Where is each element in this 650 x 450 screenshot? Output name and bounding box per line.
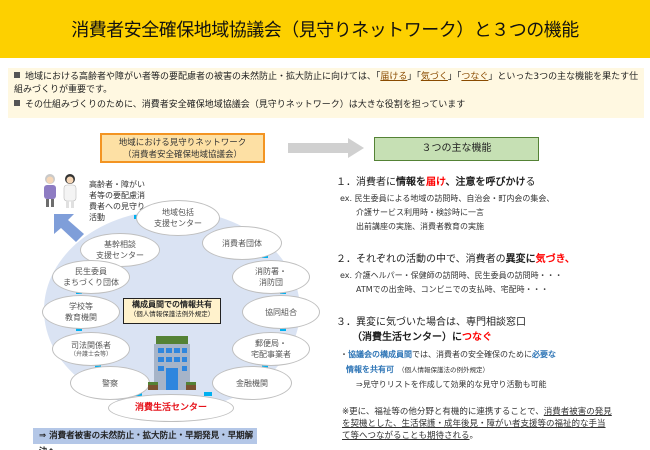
intro-line-2: その仕組みづくりのために、消費者安全確保地域協議会（見守りネットワーク）は大きな…	[14, 99, 465, 112]
footnote-text: 。	[469, 431, 479, 441]
function-3-detail-3: ⇒見守りリストを作成して効果的な見守り活動も可能	[356, 380, 547, 389]
keyword-deliver: 届ける	[380, 72, 408, 82]
function-1-title: １．消費者に情報を届け、注意を呼びかける	[336, 176, 536, 189]
node-label: 地域包括	[162, 208, 194, 217]
elderly-and-caregiver-icon	[44, 174, 77, 208]
function-number: １．	[336, 177, 356, 188]
node-welfare-commissioners: 民生委員まちづくり団体	[52, 260, 130, 294]
node-consumer-groups: 消費者団体	[202, 226, 282, 260]
node-post-office: 郵便局・宅配事業者	[232, 332, 310, 366]
right-arrow-icon	[288, 138, 364, 158]
function-1-example-1: ex. 民生委員による地域の訪問時、自治会・町内会の集会、	[340, 194, 555, 203]
intro-text: 」「	[407, 72, 421, 82]
function-text: 消費者に	[356, 177, 396, 188]
up-left-arrow-icon	[54, 214, 84, 242]
keyword-connect: つなぐ	[461, 72, 489, 82]
function-bold: 異変に	[505, 254, 536, 265]
function-text: 異変に気づいた場合は、専門相談窓口	[356, 317, 526, 328]
highlight-blue: 協議会の構成員間	[348, 350, 412, 359]
node-schools: 学校等教育機関	[42, 295, 120, 329]
footnote-underlined: 消費者被害の発見を契機とした、生活保護・成年後見・障がい者支援等の福祉的な手当て…	[342, 407, 612, 441]
intro-text: 」「	[447, 72, 462, 82]
page-title: 消費者安全確保地域協議会（見守りネットワーク）と３つの機能	[71, 20, 579, 41]
function-3-title: ３．異変に気づいた場合は、専門相談窓口	[336, 316, 526, 329]
info-sharing-box: 構成員間での情報共有 （個人情報保護法例外規定）	[123, 298, 221, 324]
function-3-detail-2: 情報を共有可 （個人情報保護法の例外規定）	[346, 364, 489, 376]
function-bold: 、注意を呼びかけ	[445, 177, 526, 188]
connector	[280, 327, 286, 331]
bullet: ・	[340, 350, 348, 359]
network-box-title: 地域における見守りネットワーク	[118, 138, 247, 148]
function-text: それぞれの活動の中で、消費者の	[356, 254, 506, 265]
node-label: 司法関係者	[71, 340, 111, 350]
node-label: 消防団	[259, 278, 283, 287]
node-label: 警察	[102, 378, 118, 388]
node-community-support-center: 地域包括支援センター	[136, 200, 220, 236]
footnote: ※更に、福祉等の他分野と有機的に連携することで、消費者被害の発見を契機とした、生…	[342, 406, 612, 442]
node-label: 支援センター	[96, 251, 144, 260]
footnote-text: ※更に、福祉等の他分野と有機的に連携することで、	[342, 407, 544, 417]
function-2-example-1: ex. 介護ヘルパー・保健師の訪問時、民生委員の訪問時・・・	[340, 271, 563, 280]
function-2-example-2: ATMでの出金時、コンビニでの支払時、宅配時・・・	[356, 285, 549, 294]
keyword-connect-red: つなぐ	[462, 332, 492, 343]
building-icon	[148, 336, 196, 390]
node-label: 金融機関	[236, 378, 268, 388]
detail-text: では、消費者の安全確保のために	[412, 350, 532, 359]
function-2-title: ２．それぞれの活動の中で、消費者の異変に気づき、	[336, 253, 575, 266]
node-police: 警察	[70, 366, 150, 400]
node-label: まちづくり団体	[63, 278, 119, 287]
node-label: （弁護士会等）	[69, 350, 112, 358]
bullet-square-icon	[14, 72, 20, 78]
connector	[204, 392, 212, 396]
network-box-subtitle: （消費者安全確保地域協議会）	[122, 150, 242, 160]
node-label: 基幹相談	[104, 240, 136, 249]
intro-text: 地域における高齢者や障がい者等の要配慮者の被害の未然防止・拡大防止に向けては、「	[25, 72, 381, 82]
function-text: る	[525, 177, 536, 188]
intro-panel: 地域における高齢者や障がい者等の要配慮者の被害の未然防止・拡大防止に向けては、「…	[8, 68, 644, 118]
function-3-subtitle: （消費生活センター）につなぐ	[352, 331, 492, 344]
care-activity-label: 高齢者・障がい者等の要配慮消費者への見守り活動	[89, 180, 145, 222]
node-label: 教育機関	[65, 313, 97, 322]
node-label: 協同組合	[265, 307, 297, 317]
function-3-detail-1: ・協議会の構成員間では、消費者の安全確保のために必要な	[340, 349, 556, 361]
node-label: 学校等	[69, 302, 93, 311]
function-bold: 情報を	[396, 177, 426, 188]
highlight-blue: 必要な	[532, 350, 556, 359]
header-banner: 消費者安全確保地域協議会（見守りネットワーク）と３つの機能	[0, 0, 650, 58]
keyword-deliver-red: 届け	[426, 177, 446, 188]
highlight-blue: 情報を共有可	[346, 365, 394, 374]
connector	[76, 327, 82, 331]
functions-box: ３つの主な機能	[374, 137, 539, 161]
keyword-notice: 気づく	[420, 72, 448, 82]
node-label: 支援センター	[154, 219, 202, 228]
node-label: 消費者団体	[222, 238, 262, 248]
function-bold: （消費生活センター）に	[352, 332, 462, 343]
node-label: 郵便局・	[255, 339, 287, 348]
intro-text: 」といった3つの主な機能を果たす仕組みづくりが重要です。	[14, 72, 639, 95]
keyword-notice-red: 気づき、	[535, 254, 575, 265]
result-banner: ⇒ 消費者被害の未然防止・拡大防止・早期発見・早期解決へ	[33, 428, 257, 450]
node-label: 消防署・	[255, 267, 287, 276]
network-box: 地域における見守りネットワーク （消費者安全確保地域協議会）	[100, 133, 265, 163]
consumer-center-node: 消費生活センター	[108, 394, 234, 422]
info-sharing-subtitle: （個人情報保護法例外規定）	[129, 310, 215, 318]
function-number: ３．	[336, 317, 356, 328]
node-label: 宅配事業者	[251, 350, 291, 359]
info-sharing-title: 構成員間での情報共有	[132, 300, 212, 309]
node-legal-professionals: 司法関係者（弁護士会等）	[52, 332, 130, 366]
function-1-example-3: 出前講座の実施、消費者教育の実施	[356, 222, 484, 231]
node-label: 民生委員	[75, 267, 107, 276]
function-1-example-2: 介護サービス利用時・検診時に一言	[356, 208, 484, 217]
bullet-square-icon	[14, 100, 20, 106]
intro-line-1: 地域における高齢者や障がい者等の要配慮者の被害の未然防止・拡大防止に向けては、「…	[14, 71, 639, 97]
function-number: ２．	[336, 254, 356, 265]
intro-text: その仕組みづくりのために、消費者安全確保地域協議会（見守りネットワーク）は大きな…	[25, 100, 466, 110]
detail-small-text: （個人情報保護法の例外規定）	[398, 366, 489, 374]
node-fire-department: 消防署・消防団	[232, 260, 310, 294]
node-cooperatives: 協同組合	[242, 295, 320, 329]
node-financial-institutions: 金融機関	[212, 366, 292, 400]
